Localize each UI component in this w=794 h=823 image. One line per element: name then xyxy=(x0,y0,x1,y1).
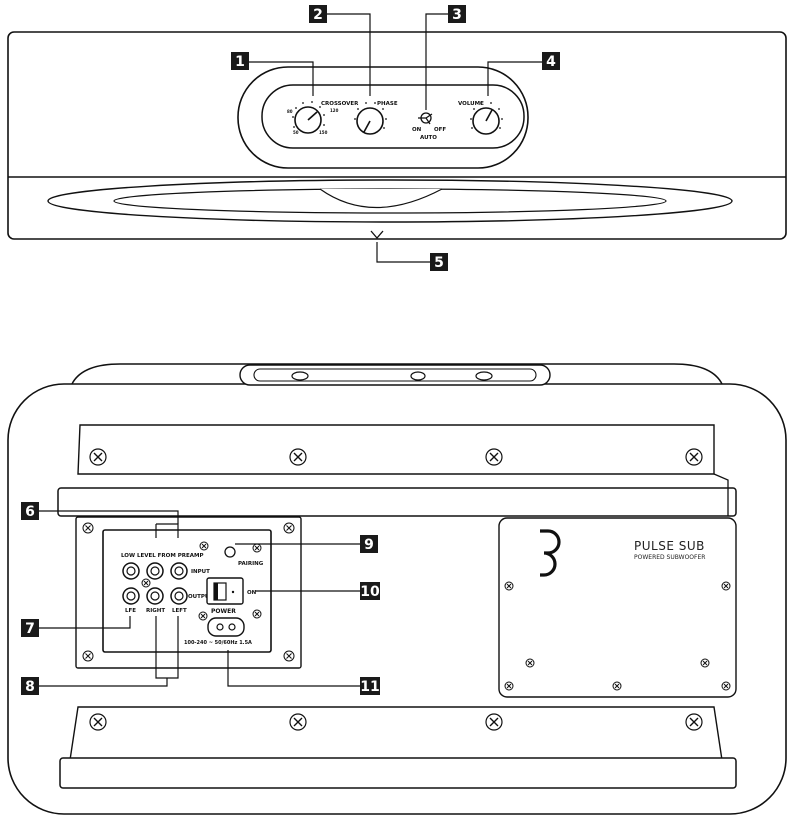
pairing-button[interactable] xyxy=(224,546,236,558)
rca-output-left[interactable] xyxy=(170,587,188,605)
control-capsule-inner xyxy=(261,84,525,149)
bluesound-logo-icon xyxy=(540,529,561,577)
low-level-label: LOW LEVEL FROM PREAMP xyxy=(121,553,204,559)
callout-1: 1 xyxy=(235,54,245,70)
rca-input-right[interactable] xyxy=(146,562,164,580)
rca-output-right[interactable] xyxy=(146,587,164,605)
phase-knob[interactable] xyxy=(354,102,387,135)
callout-10-box xyxy=(360,582,380,600)
panel-screws xyxy=(82,522,295,662)
screws xyxy=(89,448,703,731)
rear-callouts: 6 7 8 9 10 11 xyxy=(21,502,380,695)
switch-auto-label: AUTO xyxy=(420,135,437,141)
rear-view: LOW LEVEL FROM PREAMP INPUT OUTPUT LFE R… xyxy=(7,363,787,815)
phase-label: PHASE xyxy=(377,101,398,107)
crossover-mark-80: 80 xyxy=(287,109,293,114)
rear-handle-lower xyxy=(59,757,737,789)
callout-6-box xyxy=(21,502,39,520)
callout-3-box xyxy=(448,5,466,23)
switch-on-rear-label: ON xyxy=(247,590,257,596)
switch-off-label: OFF xyxy=(434,127,446,133)
crossover-mark-120: 120 xyxy=(330,108,339,113)
front-port-dome xyxy=(319,188,443,209)
brand-plate xyxy=(498,517,737,698)
right-label: RIGHT xyxy=(146,608,165,614)
callout-4: 4 xyxy=(546,54,556,70)
crossover-mark-150: 150 xyxy=(319,130,328,135)
callout-10: 10 xyxy=(360,584,380,600)
left-label: LEFT xyxy=(172,608,187,614)
model-tagline: POWERED SUBWOOFER xyxy=(634,554,705,561)
rca-input-lfe[interactable] xyxy=(122,562,140,580)
upper-plate xyxy=(77,424,715,475)
rca-input-left[interactable] xyxy=(170,562,188,580)
callout-11-box xyxy=(360,677,380,695)
plate-screws xyxy=(504,581,731,691)
callout-4-box xyxy=(542,52,560,70)
power-inlet[interactable] xyxy=(207,617,245,637)
callout-2-box xyxy=(309,5,327,23)
status-led xyxy=(370,230,384,239)
crossover-knob[interactable] xyxy=(292,101,325,134)
callout-9-box xyxy=(360,535,378,553)
crossover-mark-50: 50 xyxy=(293,130,299,135)
callout-5: 5 xyxy=(434,255,444,271)
switch-on-label: ON xyxy=(412,127,422,133)
front-callouts: 1 2 3 4 5 xyxy=(231,5,560,271)
rear-handle-upper xyxy=(57,487,737,517)
callout-9: 9 xyxy=(364,537,374,553)
callout-5-box xyxy=(430,253,448,271)
pairing-label: PAIRING xyxy=(238,561,264,567)
callout-2: 2 xyxy=(313,7,323,23)
input-label: INPUT xyxy=(191,569,210,575)
volume-label: VOLUME xyxy=(458,101,484,107)
callout-7: 7 xyxy=(25,621,35,637)
lfe-label: LFE xyxy=(125,608,136,614)
power-label: POWER xyxy=(211,608,236,615)
callout-8: 8 xyxy=(25,679,35,695)
callout-7-box xyxy=(21,619,39,637)
model-name: PULSE SUB xyxy=(634,539,705,553)
crossover-label: CROSSOVER xyxy=(321,101,359,107)
volume-knob[interactable] xyxy=(470,102,503,135)
power-rating-label: 100-240 ~ 50/60Hz 1.5A xyxy=(184,640,252,646)
callout-1-box xyxy=(231,52,249,70)
callout-11: 11 xyxy=(360,679,379,695)
power-switch[interactable] xyxy=(206,577,244,605)
callout-3: 3 xyxy=(452,7,462,23)
rca-output-lfe[interactable] xyxy=(122,587,140,605)
lower-plate xyxy=(69,706,723,761)
callout-6: 6 xyxy=(25,504,35,520)
output-label: OUTPUT xyxy=(188,594,213,600)
callout-8-box xyxy=(21,677,39,695)
power-mode-switch[interactable] xyxy=(418,112,433,125)
front-view: CROSSOVER 80 120 50 150 PHASE ON OFF AUT… xyxy=(7,31,787,240)
